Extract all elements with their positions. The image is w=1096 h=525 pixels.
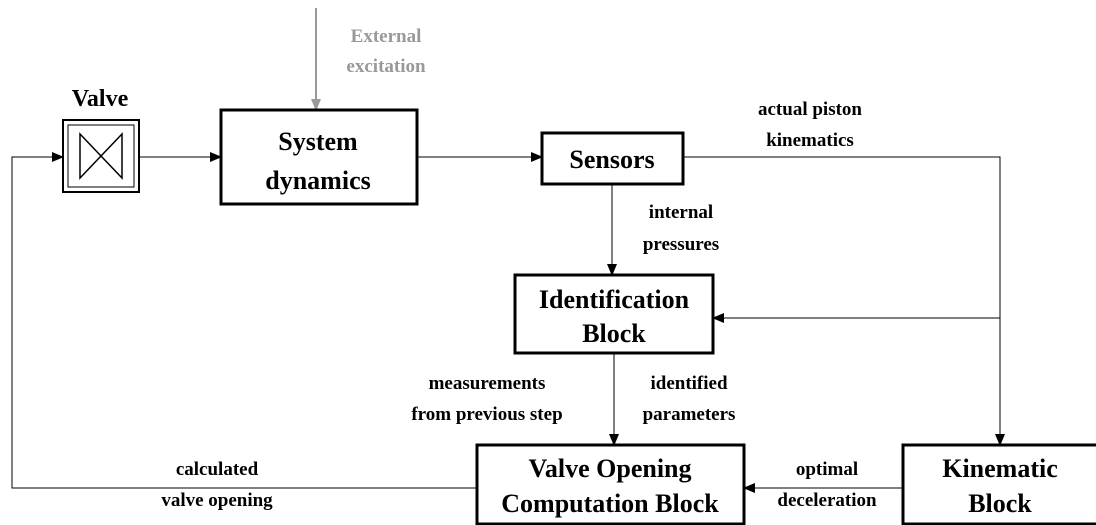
- identification-line2: Block: [582, 319, 646, 348]
- actual-piston-kinematics-line1: actual piston: [758, 99, 862, 120]
- optimal-deceleration-line1: optimal: [796, 459, 858, 480]
- sensors-block: [540, 131, 685, 186]
- calculated-valve-opening-line2: valve opening: [161, 490, 273, 511]
- kinematic-line1: Kinematic: [942, 454, 1058, 483]
- measurements-previous-line2: from previous step: [411, 404, 562, 425]
- measurements-previous-line1: measurements: [429, 373, 546, 394]
- optimal-deceleration-line2: deceleration: [777, 490, 877, 511]
- valve-opening-line1: Valve Opening: [528, 454, 691, 483]
- calculated-valve-opening-line1: calculated: [176, 459, 259, 480]
- feedback-to-valve-arrow: [11, 152, 477, 489]
- actual-piston-kinematics-line2: kinematics: [766, 130, 854, 151]
- sensors-label: Sensors: [569, 145, 654, 174]
- valve-label: Valve: [72, 86, 129, 112]
- identified-parameters-line2: parameters: [643, 404, 736, 425]
- identified-parameters-line1: identified: [650, 373, 727, 394]
- external-excitation-label-line1: External: [351, 26, 422, 47]
- kinematic-line2: Block: [968, 489, 1032, 518]
- internal-pressures-line1: internal: [649, 202, 713, 223]
- valve-symbol: [62, 119, 140, 193]
- kinematic-block: [901, 443, 1096, 525]
- identification-line1: Identification: [539, 285, 690, 314]
- valve-icon: [79, 132, 123, 180]
- external-excitation-label-line2: excitation: [346, 56, 426, 77]
- system-dynamics-line2: dynamics: [265, 166, 370, 195]
- internal-pressures-line2: pressures: [643, 234, 719, 255]
- system-dynamics-line1: System: [278, 127, 358, 156]
- valve-opening-line2: Computation Block: [501, 489, 719, 518]
- sensors-to-kinematic-arrow: [683, 156, 1005, 446]
